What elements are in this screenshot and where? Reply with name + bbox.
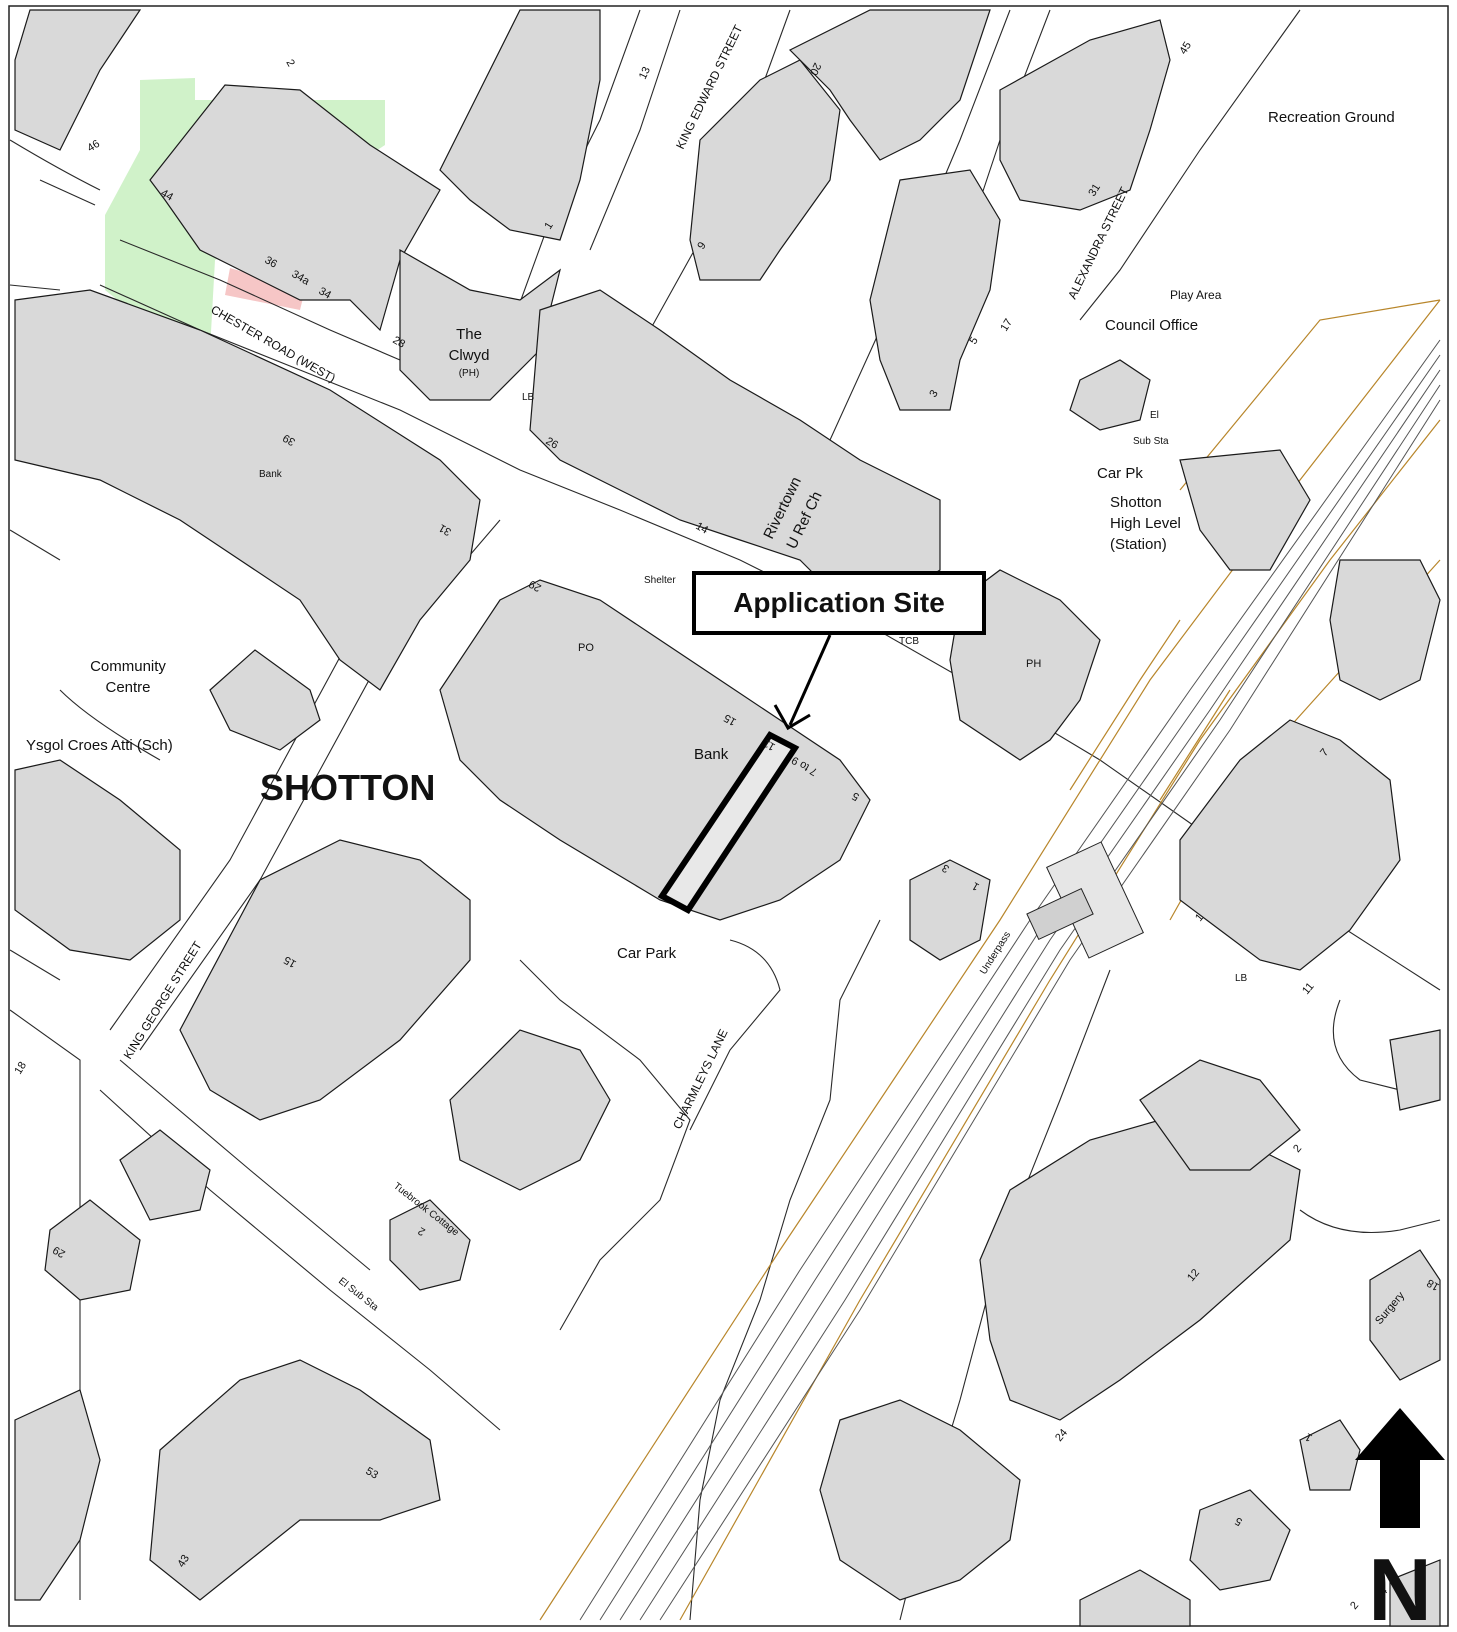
- house-number: 9: [695, 240, 708, 252]
- house-number: 39: [281, 431, 298, 448]
- house-number: 2: [1291, 1143, 1304, 1155]
- house-number: 34: [317, 285, 334, 302]
- house-number: 1: [542, 220, 555, 232]
- label-station-1: Shotton: [1110, 494, 1162, 511]
- house-number: 14: [694, 520, 711, 537]
- label-station-3: (Station): [1110, 536, 1167, 553]
- house-number: 2: [283, 58, 296, 69]
- map-frame: [8, 5, 1449, 1627]
- house-number: 3: [927, 388, 940, 400]
- label-po: PO: [578, 642, 594, 654]
- label-shelter: Shelter: [644, 575, 676, 586]
- label-sub-sta: Sub Sta: [1133, 436, 1169, 447]
- house-number: 45: [1177, 40, 1194, 57]
- label-station-2: High Level: [1110, 515, 1181, 532]
- house-number: 18: [12, 1060, 29, 1077]
- red-area-1: [225, 268, 305, 310]
- label-lb-1: LB: [522, 392, 535, 403]
- house-number: 44: [159, 187, 176, 204]
- label-ph: PH: [1026, 658, 1041, 670]
- house-number: 24: [1053, 1427, 1070, 1444]
- label-el: El: [1150, 410, 1159, 421]
- label-car-pk: Car Pk: [1097, 465, 1143, 482]
- house-number: 11: [762, 737, 778, 753]
- place-name: SHOTTON: [260, 767, 435, 808]
- house-number: 29: [527, 577, 544, 594]
- label-council-office: Council Office: [1105, 317, 1198, 334]
- label-clwyd-3: (PH): [459, 368, 480, 379]
- house-number: 26: [544, 435, 561, 452]
- house-number: 17: [998, 317, 1015, 334]
- house-number: 2: [1348, 1600, 1361, 1612]
- application-site-callout: Application Site: [692, 571, 986, 731]
- house-number: 18: [1425, 1276, 1442, 1293]
- application-site: [657, 731, 800, 914]
- label-school: Ysgol Croes Atti (Sch): [26, 737, 173, 754]
- house-number: 15: [282, 953, 299, 970]
- house-number: 31: [1086, 182, 1103, 199]
- house-number: 29: [51, 1243, 68, 1260]
- house-number: 20: [807, 61, 823, 77]
- house-number: 1: [1303, 1430, 1314, 1443]
- label-bank-1: Bank: [259, 469, 283, 480]
- label-clwyd-2: Clwyd: [449, 347, 490, 364]
- house-number: 31: [437, 521, 454, 538]
- label-el-sub-sta: El Sub Sta: [336, 1276, 380, 1314]
- house-number: 2: [416, 1224, 427, 1237]
- house-number: 13: [637, 65, 653, 81]
- label-play-area: Play Area: [1170, 288, 1222, 302]
- label-car-park: Car Park: [617, 945, 677, 962]
- house-number: 5: [850, 789, 861, 802]
- label-bank-2: Bank: [694, 746, 729, 763]
- house-number: 28: [391, 334, 408, 351]
- buildings: [14, 9, 1441, 1627]
- house-number: 43: [175, 1553, 192, 1570]
- street-charmleys: CHARMLEYS LANE: [670, 1027, 731, 1131]
- house-number: 5: [1233, 1514, 1244, 1527]
- house-number: 11: [1300, 980, 1317, 996]
- label-lb-2: LB: [1235, 973, 1248, 984]
- label-recreation-ground: Recreation Ground: [1268, 109, 1395, 126]
- house-number: 15: [722, 711, 739, 728]
- house-number: 36: [263, 254, 280, 271]
- house-number: 1: [970, 879, 981, 892]
- house-number: 53: [364, 1465, 381, 1482]
- house-number: 5: [967, 335, 980, 347]
- house-number: 3: [940, 861, 951, 874]
- label-clwyd-1: The: [456, 326, 482, 343]
- label-community-2: Centre: [105, 679, 150, 696]
- north-arrow: N: [1355, 1408, 1445, 1632]
- house-number: 46: [85, 138, 102, 155]
- north-label: N: [1368, 1540, 1432, 1632]
- label-community-1: Community: [90, 658, 166, 675]
- label-tcb: TCB: [899, 636, 919, 647]
- callout-label: Application Site: [733, 587, 945, 618]
